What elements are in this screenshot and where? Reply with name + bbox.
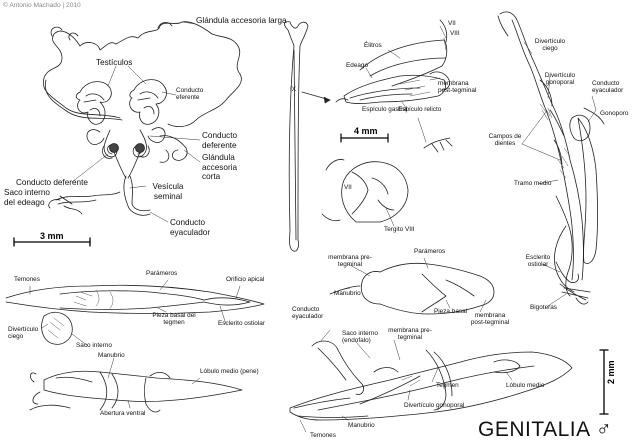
label-conducto-eyaculador-right: Conducto eyaculador <box>592 80 624 95</box>
label-testiculos: Testículos <box>96 58 133 67</box>
label-parameros-1: Parámeros <box>146 270 178 277</box>
label-membrana-pre-2: membrana pre-tegminal <box>388 327 432 342</box>
label-vesicula-seminal: Vesícula seminal <box>152 182 184 201</box>
label-lobulo-medio: Lóbulo medio <box>506 382 545 389</box>
label-temones-bottom: Temones <box>310 432 336 439</box>
label-temones-top: Temones <box>14 276 40 283</box>
label-vii-top: VII <box>448 20 456 27</box>
label-diverticulo-ciego-right: Divertículo ciego <box>534 38 566 53</box>
label-conducto-eyaculador-1: Conducto eyaculador <box>170 218 211 237</box>
label-abertura-ventral: Abertura ventral <box>100 410 146 417</box>
scale-label-2mm: 2 mm <box>606 360 616 384</box>
aedeagus-lateral-drawing <box>29 370 243 413</box>
label-pieza-basal: Pieza basal <box>434 308 468 315</box>
label-pieza-basal-tegmen: Pieza basal del tegmen <box>152 312 196 327</box>
label-viii-top: VIII <box>450 30 460 37</box>
label-esclerito-ostiolar-left: Esclerito ostiolar <box>218 320 265 327</box>
label-campos-dientes: Campos de dientes <box>488 133 522 148</box>
scale-label-4mm: 4 mm <box>354 126 378 136</box>
label-conducto-eyaculador-center: Conducto eyaculador <box>292 306 324 321</box>
label-esclerito-ostiolar-right: Esclerito ostiolar <box>525 254 551 269</box>
plate-title: GENITALIA ♂ <box>478 418 613 441</box>
aedeagus-internal-drawing <box>289 340 573 421</box>
sternite-ix-drawing <box>284 21 309 252</box>
label-bigoteras: Bigoteras <box>530 304 557 311</box>
abdomen-tip-drawing <box>335 19 453 153</box>
label-glandula-corta: Glándula accesoria corta <box>202 153 238 182</box>
label-espiculo-gastral: Espículo gastral <box>362 106 408 113</box>
label-espiculo-relicto: Espículo relicto <box>398 106 442 113</box>
label-ix: IX <box>290 86 297 93</box>
copyright-credit: © Antonio Machado | 2010 <box>3 2 81 9</box>
label-diverticulo-gonoporal-center: Divertículo gonoporal <box>404 402 465 409</box>
label-elitros: Élitros <box>364 42 382 49</box>
label-manubrio-center: Manubrio <box>334 290 361 297</box>
label-membrana-pre-1: membrana pre-tegminal <box>328 254 372 269</box>
label-saco-interno-endofalo: Saco interno (endofalo) <box>342 330 378 345</box>
tegmen-drawing <box>329 262 495 315</box>
label-tergito-viii: Tergito VIII <box>384 226 415 233</box>
label-diverticulo-gonoporal-right: Divertículo gonoporal <box>544 72 576 87</box>
label-membrana-post-1: membrana post-tegminal <box>438 80 477 95</box>
label-diverticulo-ciego-left: Divertículo ciego <box>8 326 39 341</box>
label-saco-interno-edeago: Saco interno del edeago <box>4 188 50 207</box>
label-conducto-deferente-left: Conducto deferente <box>16 178 88 187</box>
label-gonoporo: Gonoporo <box>600 110 629 117</box>
label-membrana-post-2: membrana post-tegminal <box>470 312 510 327</box>
label-conducto-deferente-right: Conducto deferente <box>202 131 238 150</box>
label-saco-interno-left: Saco interno <box>76 342 112 349</box>
aedeagus-dorsal-drawing <box>5 284 265 345</box>
label-vii-bottom: VII <box>344 184 352 191</box>
scale-bar-2mm <box>599 349 609 415</box>
label-manubrio-bottom: Manubrio <box>348 422 375 429</box>
scale-label-3mm: 3 mm <box>40 231 64 241</box>
label-edeago: Edeago <box>346 62 369 69</box>
label-orificio-apical: Orificio apical <box>226 276 265 283</box>
label-glandula-larga: Glándula accesoria larga <box>196 16 287 25</box>
scale-bar-4mm <box>340 133 389 143</box>
label-parameros-2: Parámeros <box>414 248 446 255</box>
label-manubrio-left: Manubrio <box>98 352 125 359</box>
label-tegmen: Tegmen <box>436 382 459 389</box>
endophallus-drawing <box>497 11 605 305</box>
label-tramo-medio: Tramo medio <box>514 180 552 187</box>
scale-bar-3mm <box>13 237 91 247</box>
tergite-viii-drawing <box>321 159 409 223</box>
label-lobulo-medio-pene: Lóbulo medio (pene) <box>200 368 259 375</box>
label-conducto-eferente: Conducto eferente <box>176 87 204 102</box>
reproductive-organs-drawing <box>42 21 242 216</box>
